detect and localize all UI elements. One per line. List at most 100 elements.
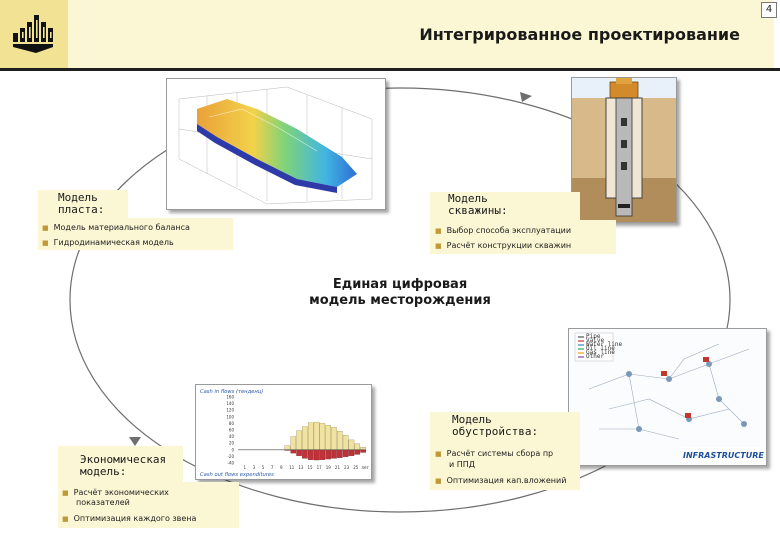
cashflow-x-tick: 21 (335, 465, 341, 470)
cashflow-outflow-bar (290, 449, 297, 454)
center-label-line2: модель месторождения (309, 293, 491, 308)
cashflow-outflow-bar (337, 449, 343, 458)
facilities-bullet-1-cont: и ППД (449, 460, 476, 469)
cashflow-inflow-bar (337, 431, 343, 450)
reservoir-model-title: Модель пласта: (58, 192, 104, 216)
page-title: Интегрированное проектирование (419, 25, 740, 44)
cashflow-bottom-label: Cash out flows expenditures (200, 472, 274, 478)
economic-bullet-1: ■Расчёт экономических (62, 488, 169, 497)
facilities-model-title: Модель обустройства: (452, 414, 538, 438)
cashflow-top-label: Cash in flows (тенденц) (200, 389, 263, 395)
cashflow-x-tick: 5 (262, 465, 265, 470)
cashflow-inflow-bar (290, 436, 297, 450)
reservoir-model-card (38, 190, 128, 220)
cashflow-y-tick: 40 (229, 434, 235, 439)
reservoir-title-line1: Модель (58, 191, 98, 204)
cashflow-x-tick: 3 (253, 465, 256, 470)
cashflow-outflow-bar (319, 449, 326, 460)
facilities-title-line1: Модель (452, 413, 492, 426)
reservoir-bullets-panel (38, 218, 233, 250)
cashflow-x-tick: 19 (326, 465, 332, 470)
square-bullet-icon: ■ (62, 489, 69, 497)
well-bullet-1: ■Выбор способа эксплуатации (435, 226, 572, 235)
cashflow-outflow-bar (354, 449, 361, 455)
facilities-model-card (430, 412, 580, 444)
economic-bullets-panel (58, 482, 239, 528)
cashflow-x-tick: 25 (353, 465, 359, 470)
cashflow-x-suffix: лет (361, 465, 369, 470)
cashflow-inflow-bar (296, 430, 302, 450)
cashflow-y-tick: -20 (227, 454, 234, 459)
cashflow-outflow-bar (325, 449, 331, 460)
cashflow-y-tick: 140 (226, 401, 234, 406)
cashflow-y-tick: 80 (229, 421, 235, 426)
well-title-line1: Модель (448, 192, 488, 205)
cashflow-y-tick: 120 (226, 408, 234, 413)
cashflow-y-tick: 160 (226, 395, 234, 400)
well-bullet-2: ■Расчёт конструкции скважин (435, 241, 572, 250)
page-number: 4 (761, 2, 777, 18)
cashflow-outflow-bar (348, 449, 355, 456)
header-divider (0, 68, 780, 71)
cashflow-x-tick: 13 (298, 465, 304, 470)
cashflow-x-tick: 15 (307, 465, 313, 470)
reservoir-3d-image (166, 78, 386, 210)
cashflow-x-tick: 1 (243, 465, 246, 470)
square-bullet-icon: ■ (435, 242, 442, 250)
well-model-card (430, 192, 580, 220)
economic-model-title: Экономическая модель: (80, 454, 166, 478)
cashflow-outflow-bar (360, 449, 366, 453)
company-logo-icon (13, 15, 53, 53)
infra-legend-4: Gas line (586, 349, 615, 356)
cashflow-inflow-bar (307, 422, 314, 450)
infrastructure-badge: INFRASTRUCTURE (683, 451, 764, 460)
cashflow-inflow-bar (360, 447, 366, 450)
cashflow-y-tick: -40 (227, 461, 234, 466)
cashflow-x-tick: 7 (271, 465, 274, 470)
economic-bullet-1-cont: показателей (76, 498, 130, 507)
cashflow-inflow-bar (354, 443, 361, 450)
center-label-line1: Единая цифровая (332, 277, 468, 292)
facilities-bullet-2: ■Оптимизация кап.вложений (435, 476, 567, 485)
cashflow-outflow-bar (331, 449, 337, 459)
facilities-title-line2: обустройства: (452, 425, 539, 438)
cashflow-x-tick: 11 (289, 465, 295, 470)
cashflow-inflow-bar (302, 426, 308, 450)
well-schematic-image (571, 77, 677, 223)
infra-legend-0: Pipe (586, 333, 601, 340)
header-bar (68, 0, 774, 68)
cashflow-x-tick: 9 (280, 465, 283, 470)
infra-legend-2: Water line (586, 341, 623, 348)
square-bullet-icon: ■ (435, 477, 442, 485)
cashflow-y-tick: 100 (226, 414, 234, 419)
square-bullet-icon: ■ (435, 450, 442, 458)
square-bullet-icon: ■ (435, 227, 442, 235)
well-bullets-panel (430, 220, 616, 254)
cashflow-inflow-bar (348, 439, 355, 450)
square-bullet-icon: ■ (42, 239, 49, 247)
economic-title-line1: Экономическая (80, 453, 167, 466)
infra-legend-5: Other (586, 353, 604, 360)
square-bullet-icon: ■ (42, 224, 49, 232)
cashflow-y-tick: 0 (231, 447, 234, 452)
cashflow-inflow-bar (319, 423, 326, 450)
infrastructure-map-image: Pipe Valve Water line Oil line Gas line … (568, 328, 767, 466)
cashflow-outflow-bar (302, 449, 308, 459)
square-bullet-icon: ■ (62, 515, 69, 523)
reservoir-bullet-1: ■Модель материального баланса (42, 223, 190, 232)
cashflow-y-tick: 60 (229, 428, 235, 433)
cashflow-outflow-bar (307, 449, 314, 460)
cashflow-inflow-bar (342, 435, 349, 450)
cashflow-outflow-bar (296, 449, 302, 456)
well-model-title: Модель скважины: (448, 193, 508, 217)
cashflow-outflow-bar (342, 449, 349, 457)
well-title-line2: скважины: (448, 204, 508, 217)
cashflow-x-tick: 17 (317, 465, 323, 470)
facilities-bullet-1: ■Расчёт системы сбора пр (435, 449, 554, 458)
reservoir-bullet-2: ■Гидродинамическая модель (42, 238, 174, 247)
infra-legend-1: Valve (586, 337, 604, 344)
reservoir-title-line2: пласта: (58, 203, 105, 216)
infra-legend-3: Oil line (586, 345, 615, 352)
